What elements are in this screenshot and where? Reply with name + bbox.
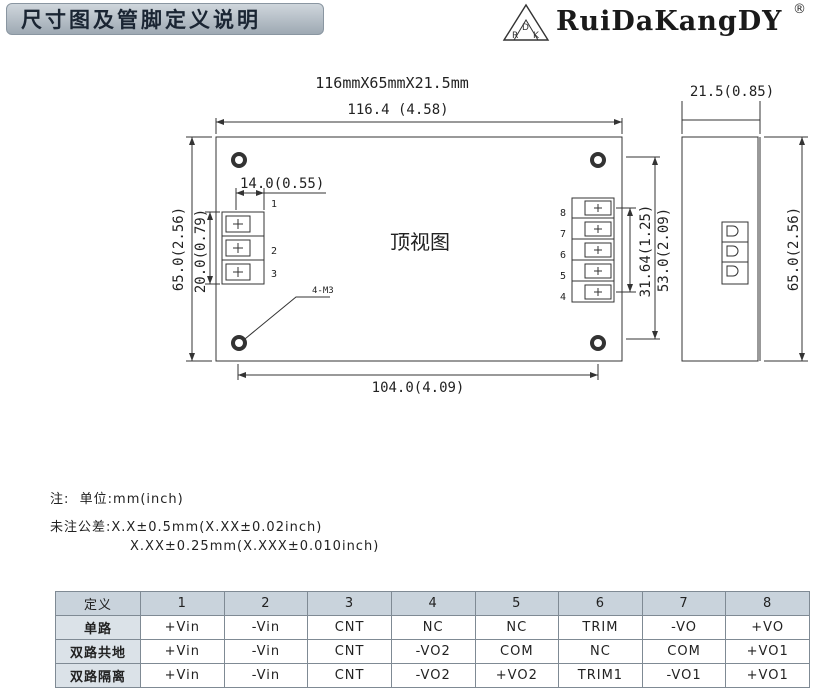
table-row: 双路共地 +Vin -Vin CNT -VO2 COM NC COM +VO1 xyxy=(55,639,810,664)
table-header-cell: 7 xyxy=(641,591,727,616)
table-cell: NC xyxy=(558,639,643,664)
module-top-outline xyxy=(215,136,623,362)
unit-note: 注: 单位:mm(inch) xyxy=(50,492,184,507)
overall-size-label: 116mmX65mmX21.5mm xyxy=(315,74,469,92)
input-pin-number: 3 xyxy=(271,269,277,280)
dimension-drawing: 116mmX65mmX21.5mm 116.4 (4.58) 21.5(0.85… xyxy=(171,74,808,396)
output-pitch-label: 31.64(1.25) xyxy=(638,205,654,298)
view-label: 顶视图 xyxy=(390,230,450,254)
input-connector xyxy=(221,211,265,285)
tolerance-note-1: 未注公差:X.X±0.5mm(X.XX±0.02inch) xyxy=(50,520,323,535)
table-cell: -Vin xyxy=(223,615,309,640)
table-cell: TRIM1 xyxy=(558,663,643,688)
input-pin-number: 1 xyxy=(271,199,277,210)
table-cell: +VO1 xyxy=(725,639,810,664)
mounting-holes xyxy=(231,152,606,351)
table-cell: -VO2 xyxy=(390,639,476,664)
table-cell: -VO xyxy=(641,615,727,640)
left-height-label: 65.0(2.56) xyxy=(171,207,187,291)
table-cell: CNT xyxy=(307,663,392,688)
hole-label: 4-M3 xyxy=(312,286,334,296)
table-cell: CNT xyxy=(307,615,392,640)
table-header-cell: 4 xyxy=(390,591,476,616)
table-header-row: 定义 1 2 3 4 5 6 7 8 xyxy=(55,591,810,616)
table-cell: -VO2 xyxy=(390,663,476,688)
output-pin-number: 6 xyxy=(560,250,566,261)
page-title: 尺寸图及管脚定义说明 xyxy=(6,3,324,35)
input-width-label: 14.0(0.55) xyxy=(240,176,324,192)
top-width-label: 116.4 (4.58) xyxy=(347,102,448,118)
brand-logo-icon: R D K xyxy=(502,3,550,41)
table-row: 单路 +Vin -Vin CNT NC NC TRIM -VO +VO xyxy=(55,615,810,640)
logo-letter-k: K xyxy=(533,31,540,41)
input-height-label: 20.0(0.79) xyxy=(193,209,209,293)
table-header-cell: 1 xyxy=(140,591,225,616)
table-cell: +VO2 xyxy=(474,663,560,688)
logo-letter-r: R xyxy=(512,31,518,41)
table-header-cell: 3 xyxy=(307,591,392,616)
output-pin-number: 5 xyxy=(560,271,566,282)
table-cell: +VO1 xyxy=(725,663,810,688)
table-header-cell: 8 xyxy=(725,591,810,616)
brand-registered-mark: ® xyxy=(793,2,806,17)
output-pin-number: 4 xyxy=(560,292,566,303)
table-header-cell: 6 xyxy=(558,591,643,616)
table-header-cell: 5 xyxy=(474,591,560,616)
output-pin-number: 8 xyxy=(560,208,566,219)
table-cell: CNT xyxy=(307,639,392,664)
brand-name: RuiDaKangDY xyxy=(556,6,783,37)
module-side-outline xyxy=(681,136,759,362)
table-cell: COM xyxy=(641,639,727,664)
table-cell: -Vin xyxy=(223,663,309,688)
table-row-label: 单路 xyxy=(55,615,141,640)
right-height-label: 65.0(2.56) xyxy=(786,207,802,291)
table-cell: -Vin xyxy=(223,639,309,664)
output-span-label: 53.0(2.09) xyxy=(656,208,672,292)
table-cell: NC xyxy=(474,615,560,640)
input-pin-number: 2 xyxy=(271,246,277,257)
pin-definition-table: 定义 1 2 3 4 5 6 7 8 单路 +Vin -Vin CNT NC N… xyxy=(55,591,810,688)
table-header-cell: 2 xyxy=(223,591,309,616)
output-connector xyxy=(571,197,615,303)
table-row-label: 双路隔离 xyxy=(55,663,141,688)
side-pin-block xyxy=(721,221,749,285)
table-cell: -VO1 xyxy=(641,663,727,688)
table-cell: NC xyxy=(390,615,476,640)
table-cell: TRIM xyxy=(558,615,643,640)
table-header-cell: 定义 xyxy=(55,591,141,616)
output-pin-number: 7 xyxy=(560,229,566,240)
side-thickness-label: 21.5(0.85) xyxy=(690,84,774,100)
table-cell: +Vin xyxy=(140,615,225,640)
logo-letter-d: D xyxy=(522,23,529,33)
table-row: 双路隔离 +Vin -Vin CNT -VO2 +VO2 TRIM1 -VO1 … xyxy=(55,663,810,688)
table-cell: +VO xyxy=(725,615,810,640)
table-cell: +Vin xyxy=(140,663,225,688)
mount-spacing-label: 104.0(4.09) xyxy=(372,380,465,396)
table-cell: +Vin xyxy=(140,639,225,664)
tolerance-note-2: X.XX±0.25mm(X.XXX±0.010inch) xyxy=(130,539,380,554)
header-bar: 尺寸图及管脚定义说明 R D K RuiDaKangDY ® xyxy=(0,0,818,44)
table-cell: COM xyxy=(474,639,560,664)
table-row-label: 双路共地 xyxy=(55,639,141,664)
